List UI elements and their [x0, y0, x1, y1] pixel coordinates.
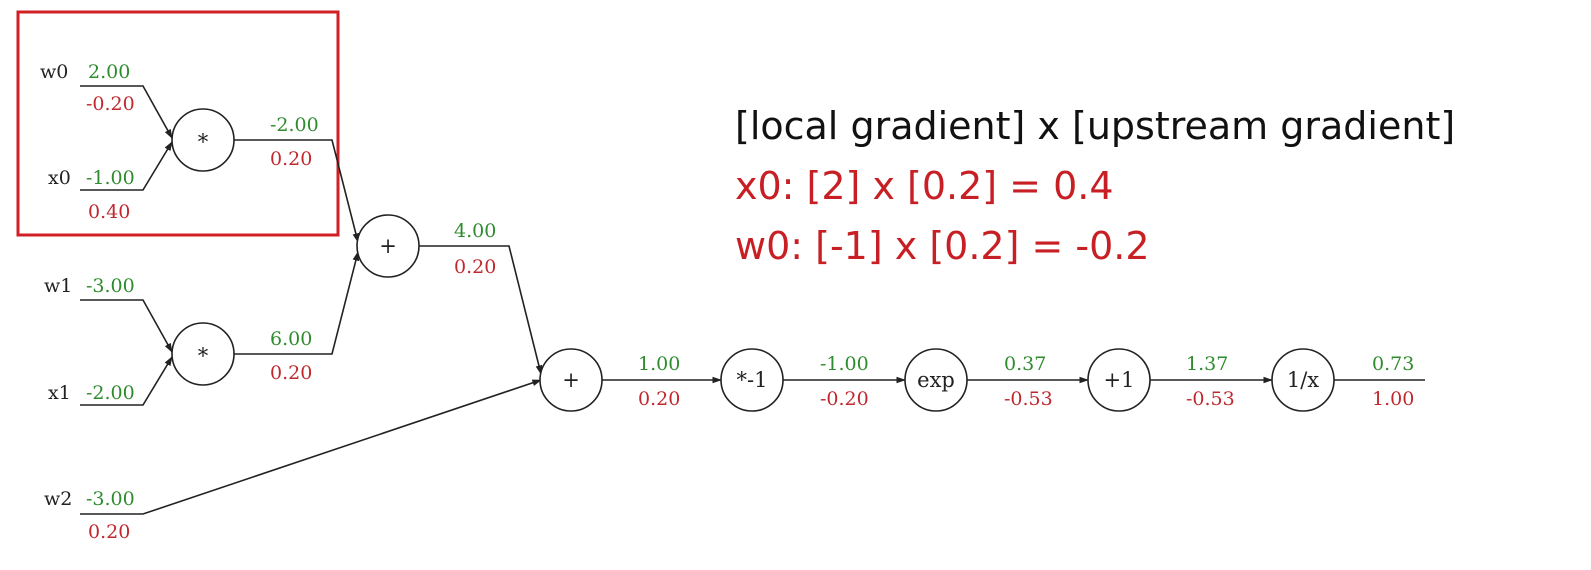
add0-grad: 0.20: [454, 256, 496, 278]
recip-grad: 1.00: [1372, 388, 1414, 410]
node-add0-op: +: [379, 234, 397, 258]
annotation-x0-line: x0: [2] x [0.2] = 0.4: [735, 164, 1114, 208]
node-exp-op: exp: [917, 368, 955, 392]
input-x0-value: -1.00: [86, 167, 135, 189]
node-mul1: [171, 322, 235, 386]
node-recip-op: 1/x: [1287, 368, 1319, 392]
node-exp: [904, 348, 968, 412]
input-w0-grad: -0.20: [86, 93, 135, 115]
neg-grad: -0.20: [820, 388, 869, 410]
edge-w2: [80, 379, 542, 515]
input-w1-label: w1: [44, 275, 72, 297]
edge-mul1-out: [234, 251, 360, 355]
edge-x0: [80, 141, 173, 191]
mul0-value: -2.00: [270, 114, 319, 136]
mul1-value: 6.00: [270, 328, 312, 350]
edge-w0: [80, 85, 173, 139]
node-mul0-op: *: [198, 130, 209, 154]
input-w2-value: -3.00: [86, 488, 135, 510]
input-x0-label: x0: [48, 167, 71, 189]
input-w2-label: w2: [44, 488, 72, 510]
recip-value: 0.73: [1372, 353, 1414, 375]
node-plus1: [1087, 348, 1151, 412]
node-mul1-op: *: [198, 344, 209, 368]
input-w0-value: 2.00: [88, 61, 130, 83]
edge-add0-out: [418, 245, 543, 375]
input-w1-value: -3.00: [86, 275, 135, 297]
edge-mul0-out: [234, 139, 360, 243]
node-mul0: [171, 108, 235, 172]
exp-grad: -0.53: [1004, 388, 1053, 410]
input-x1-label: x1: [48, 382, 71, 404]
annotation-heading: [local gradient] x [upstream gradient]: [735, 104, 1456, 148]
node-neg-op: *-1: [737, 368, 768, 392]
plus1-value: 1.37: [1186, 353, 1228, 375]
node-add0: [356, 214, 420, 278]
add0-value: 4.00: [454, 220, 496, 242]
highlight-box: [16, 10, 340, 237]
input-w0-label: w0: [40, 61, 68, 83]
node-add1: [539, 348, 603, 412]
node-add1-op: +: [562, 368, 580, 392]
mul1-grad: 0.20: [270, 362, 312, 384]
input-x1-value: -2.00: [86, 382, 135, 404]
plus1-grad: -0.53: [1186, 388, 1235, 410]
input-w2-grad: 0.20: [88, 521, 130, 543]
annotation-w0-line: w0: [-1] x [0.2] = -0.2: [735, 224, 1150, 268]
node-neg: [720, 348, 784, 412]
add1-grad: 0.20: [638, 388, 680, 410]
mul0-grad: 0.20: [270, 148, 312, 170]
node-plus1-op: +1: [1104, 368, 1135, 392]
exp-value: 0.37: [1004, 353, 1046, 375]
edge-x1: [80, 356, 173, 406]
edge-w1: [80, 299, 173, 353]
node-recip: [1271, 348, 1335, 412]
add1-value: 1.00: [638, 353, 680, 375]
input-x0-grad: 0.40: [88, 201, 130, 223]
neg-value: -1.00: [820, 353, 869, 375]
